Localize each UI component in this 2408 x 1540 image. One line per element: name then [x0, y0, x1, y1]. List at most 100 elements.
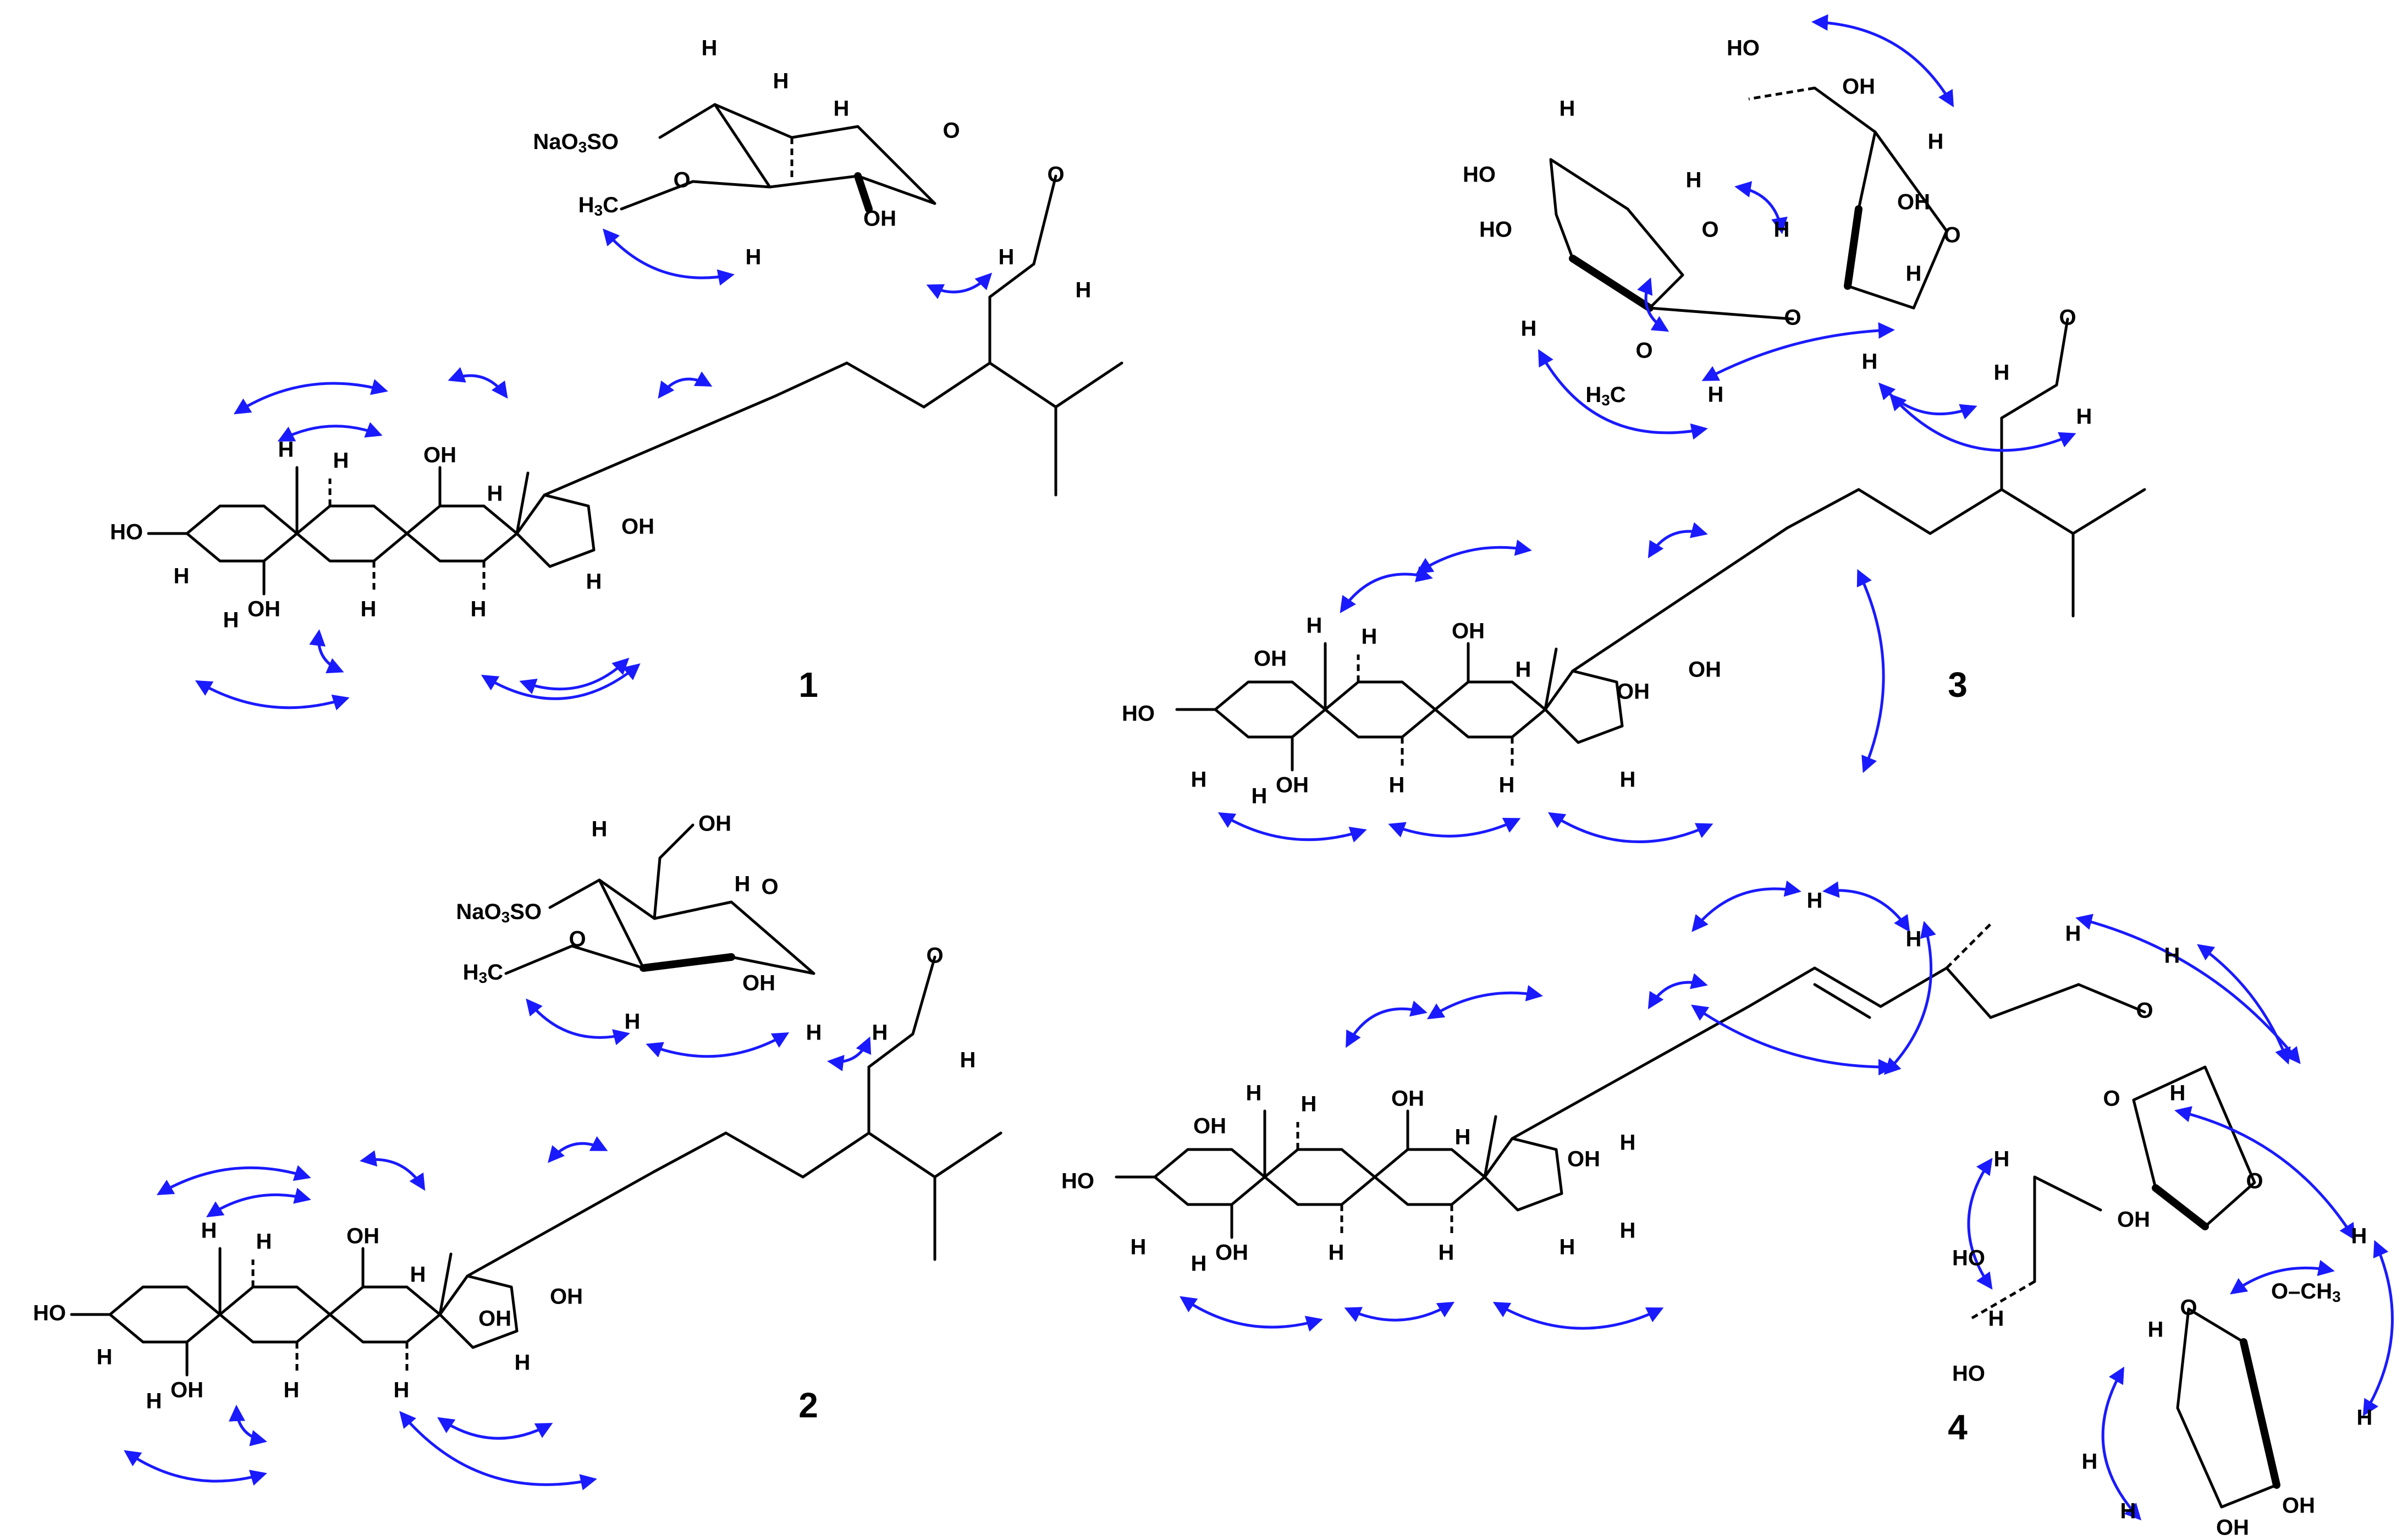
ring-d	[1544, 669, 1624, 744]
hydrogen-label: H	[2148, 1318, 2164, 1342]
hydrogen-label: H	[471, 597, 487, 622]
noe-correlations	[124, 14, 2394, 1521]
hydroxyl-label: HO	[1122, 702, 1155, 726]
hydroxyl-label: HO	[1952, 1246, 1985, 1270]
hydroxyl-label: OH	[1897, 190, 1930, 215]
noe-correlation-arrow	[1637, 277, 1669, 332]
noe-correlation-arrow	[2197, 944, 2291, 1065]
hydroxyl-label: OH	[2117, 1208, 2150, 1232]
ring-a	[1214, 680, 1327, 739]
sugar-ring-4a	[2132, 1065, 2256, 1228]
ring-oxygen-label: O	[2246, 1169, 2263, 1194]
noe-correlation-arrow	[1340, 566, 1433, 613]
sugar-wedge-bond	[1569, 255, 1654, 312]
hydrogen-label: H	[1807, 889, 1823, 913]
sulfate-label: NaO3SO	[456, 900, 542, 926]
hydroxyl-label: HO	[110, 520, 143, 544]
methyl-label: H3C	[1585, 383, 1625, 409]
hydroxyl-label: HO	[1463, 163, 1496, 187]
ring-a	[1153, 1148, 1266, 1206]
hydroxyl-label: OH	[1193, 1114, 1226, 1138]
side-chain-bond	[653, 1131, 728, 1173]
hydroxyl-label: HO	[33, 1301, 66, 1326]
hydrogen-label: H	[834, 97, 850, 121]
methyl-c18	[1544, 647, 1558, 711]
methyl-c18	[438, 1252, 453, 1316]
hydrogen-label: H	[1389, 773, 1405, 798]
hydrogen-label: H	[1560, 1235, 1575, 1260]
hydrogen-label: H	[256, 1230, 272, 1254]
sugar-hash-bond	[1748, 86, 1815, 101]
hydrogen-label: H	[2357, 1406, 2373, 1430]
side-chain-bond	[1511, 1005, 1750, 1140]
side-chain-hash	[1946, 923, 1992, 969]
hydrogen-label: H	[1516, 658, 1531, 682]
ring-b	[1263, 1148, 1376, 1206]
hydrogen-label: H	[1708, 383, 1724, 407]
noe-correlation-arrow	[1734, 181, 1788, 234]
side-chain-bond	[867, 1131, 936, 1179]
hydroxyl-label: OH	[742, 971, 775, 996]
side-chain-bond	[2071, 488, 2146, 535]
compound-number-4: 4	[1948, 1407, 1968, 1447]
hydrogen-label: H	[1307, 614, 1323, 638]
hydrogen-label: H	[1620, 1219, 1636, 1243]
ring-a	[185, 504, 299, 563]
ring-c	[405, 504, 519, 563]
hydrogen-label: H	[97, 1345, 113, 1370]
noe-correlation-arrow	[360, 1150, 426, 1191]
sugar-wedge-bond	[2152, 1184, 2209, 1230]
hydrogen-label: H	[174, 564, 190, 588]
noe-correlation-arrow	[1344, 1301, 1455, 1322]
noe-correlation-arrow	[2101, 1366, 2142, 1521]
noe-correlation-arrow	[526, 998, 630, 1046]
noe-correlation-arrow	[1822, 881, 1910, 932]
noe-correlation-arrow	[195, 680, 350, 711]
noe-correlation-arrow	[1415, 540, 1532, 574]
noe-correlation-arrow	[2230, 1260, 2335, 1295]
hydrogen-label: H	[2082, 1450, 2098, 1474]
noe-correlation-arrow	[233, 379, 388, 415]
hydroxyl-label: OH	[698, 812, 731, 836]
hydrogen-label: H	[999, 245, 1015, 270]
noe-correlation-arrow	[1180, 1296, 1323, 1332]
hydrogen-label: H	[2170, 1081, 2186, 1106]
ring-oxygen-label: O	[2059, 306, 2076, 330]
side-chain-bond	[801, 1131, 870, 1179]
noe-correlation-arrow	[2075, 914, 2301, 1064]
hydrogen-label: H	[702, 36, 718, 61]
side-chain-bond	[1879, 966, 1948, 1008]
hydrogen-label: H	[960, 1048, 976, 1072]
methoxy-label: O–CH3	[2271, 1279, 2341, 1306]
hydroxyl-label: OH	[550, 1285, 583, 1309]
hydrogen-label: H	[1252, 784, 1268, 809]
side-chain-bond	[2077, 983, 2146, 1014]
hydrogen-label: H	[333, 449, 349, 473]
ring-oxygen-label: O	[2136, 999, 2153, 1023]
hydrogen-label: H	[1362, 625, 1377, 649]
hydrogen-label: H	[1906, 262, 1922, 286]
noe-correlation-arrow	[926, 272, 993, 299]
ring-oxygen-label: O	[761, 875, 778, 899]
hydrogen-label: H	[1620, 1131, 1636, 1155]
ring-oxygen-label: O	[569, 927, 586, 952]
ring-d	[515, 493, 596, 568]
hydrogen-label: H	[1774, 218, 1790, 242]
noe-correlation-arrow	[1889, 393, 2076, 452]
ring-oxygen-label: O	[673, 168, 690, 193]
side-chain-bond	[1786, 488, 1860, 530]
hydrogen-label: H	[1301, 1092, 1317, 1116]
hydroxyl-label: OH	[170, 1378, 203, 1402]
noe-correlation-arrow	[1647, 973, 1708, 1010]
ring-oxygen-label: O	[2180, 1296, 2197, 1320]
side-chain-bond	[922, 361, 991, 409]
compound-number-3: 3	[1948, 665, 1968, 705]
noe-correlation-arrow	[1426, 985, 1543, 1020]
methoxy-bond	[570, 944, 645, 970]
hydrogen-label: H	[1439, 1241, 1454, 1265]
hydroxymethyl-bond	[658, 823, 695, 860]
hydroxyl-label: OH	[1276, 773, 1309, 798]
hydrogen-label: H	[2076, 405, 2092, 429]
ring-oxygen-label: O	[943, 119, 960, 143]
